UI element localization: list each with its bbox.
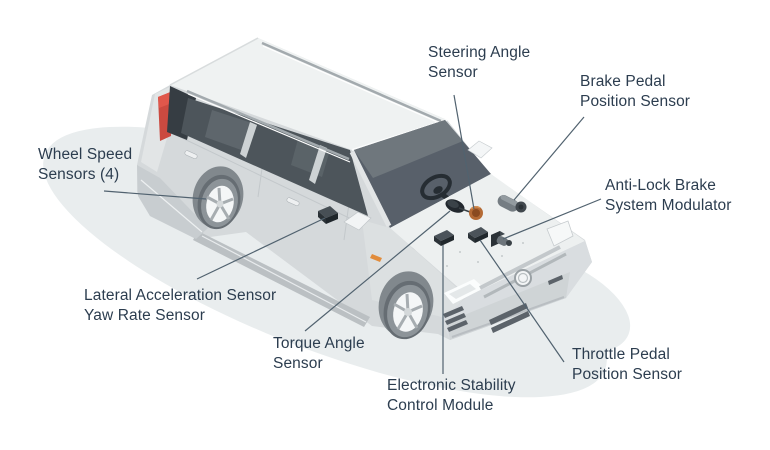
label-line: Anti-Lock Brake — [605, 177, 716, 194]
label-anti-lock-brake-system-modulator: Anti-Lock Brake System Modulator — [605, 176, 732, 216]
label-line: Electronic Stability — [387, 377, 516, 394]
bumper-vents — [443, 275, 563, 333]
label-throttle-pedal-position-sensor: Throttle Pedal Position Sensor — [572, 345, 682, 385]
side-marker-orange — [370, 254, 382, 262]
label-electronic-stability-control-module: Electronic Stability Control Module — [387, 376, 516, 416]
label-line: System Modulator — [605, 197, 732, 214]
door-handle-front — [286, 197, 300, 206]
leader-throttle-pedal — [479, 239, 565, 363]
door-handle-rear — [184, 150, 198, 159]
label-brake-pedal-position-sensor: Brake Pedal Position Sensor — [580, 72, 690, 112]
vw-badge — [514, 269, 532, 287]
label-line: Wheel Speed — [38, 146, 133, 163]
label-line: Position Sensor — [572, 366, 683, 383]
label-wheel-speed-sensors: Wheel Speed Sensors (4) — [38, 145, 132, 185]
label-line: Torque Angle — [273, 335, 365, 352]
rear-wheel — [192, 166, 244, 230]
esc-module-marker — [434, 230, 454, 246]
label-line: Lateral Acceleration Sensor — [84, 287, 277, 304]
label-line: Sensor — [428, 64, 478, 81]
leader-lines — [103, 94, 602, 374]
front-wheel — [378, 271, 434, 340]
leader-lateral-yaw — [196, 217, 326, 280]
rear-bumper — [137, 165, 208, 239]
label-line: Sensor — [273, 355, 323, 372]
label-lateral-acceleration-yaw-rate-sensor: Lateral Acceleration Sensor Yaw Rate Sen… — [84, 286, 276, 326]
label-torque-angle-sensor: Torque Angle Sensor — [273, 334, 365, 374]
rocker-panel — [193, 231, 370, 327]
c-pillar — [240, 122, 257, 158]
b-pillar — [309, 145, 327, 184]
label-steering-angle-sensor: Steering Angle Sensor — [428, 43, 530, 83]
leader-steering-angle — [453, 94, 475, 210]
side-mirror-near — [343, 211, 372, 231]
label-line: Brake Pedal — [580, 73, 666, 90]
lateral-yaw-sensor-marker — [318, 206, 338, 224]
leader-brake-pedal — [513, 116, 585, 201]
label-line: Yaw Rate Sensor — [84, 307, 205, 324]
side-windows — [181, 98, 368, 216]
throttle-pedal-sensor-marker — [468, 227, 488, 243]
steering-angle-sensor-marker — [458, 206, 483, 220]
a-pillar — [349, 150, 392, 228]
headlight-near — [444, 279, 484, 304]
label-line: Control Module — [387, 397, 494, 414]
leader-abs-modulator — [502, 198, 602, 240]
roof-rails — [186, 41, 443, 163]
leader-wheel-speed — [103, 190, 207, 200]
label-line: Steering Angle — [428, 44, 531, 61]
brake-pedal-sensor-marker — [497, 194, 527, 213]
label-line: Position Sensor — [580, 93, 691, 110]
side-mirror-far — [467, 140, 493, 159]
leader-torque-angle — [304, 210, 451, 332]
headlight-far — [546, 220, 574, 247]
torque-angle-sensor-marker — [445, 199, 465, 213]
label-line: Throttle Pedal — [572, 346, 670, 363]
label-line: Sensors (4) — [38, 166, 120, 183]
